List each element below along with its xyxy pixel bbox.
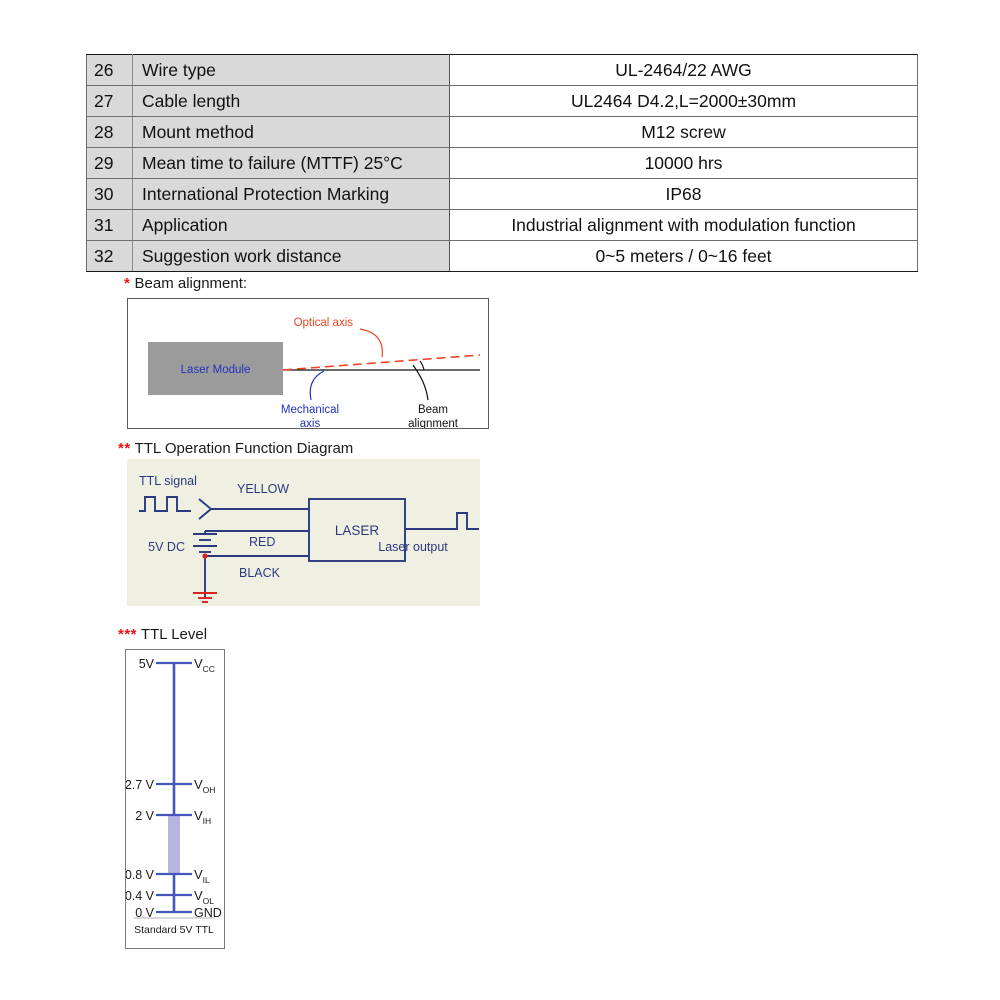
ttl-input-waveform: [139, 496, 191, 512]
level-name-subscript: IH: [203, 816, 212, 826]
parameter-value-cell: UL2464 D4.2,L=2000±30mm: [449, 85, 918, 117]
level-voltage-label: 0.4 V: [126, 889, 155, 903]
row-index-cell: 26: [86, 54, 133, 86]
ttl-level-caption-text: TTL Level: [140, 626, 208, 643]
ttl-level-caption: *** TTL Level: [118, 626, 207, 643]
level-voltage-label: 0.8 V: [126, 868, 155, 882]
ttl-operation-marker: **: [118, 440, 131, 457]
ground-symbol: [193, 592, 217, 603]
mechanical-axis-label-line1: Mechanical: [281, 404, 339, 416]
row-index-cell: 31: [86, 209, 133, 241]
parameter-name-cell: Mount method: [132, 116, 450, 148]
beam-alignment-leader: [412, 364, 429, 401]
parameter-name-cell: Suggestion work distance: [132, 240, 450, 272]
level-name-label: VOL: [194, 888, 214, 906]
level-voltage-label: 5V: [139, 657, 155, 671]
level-name-label: GND: [194, 906, 222, 920]
parameter-value-cell: Industrial alignment with modulation fun…: [449, 209, 918, 241]
optical-axis-label: Optical axis: [294, 317, 354, 329]
wire-red-label: RED: [249, 535, 275, 549]
level-name-label: VOH: [194, 777, 215, 795]
battery-symbol: [193, 533, 217, 553]
laser-output-waveform-left: [449, 512, 479, 530]
beam-alignment-figure: Laser Module Optical axis Mechanical axi…: [127, 298, 489, 429]
parameter-value-cell: UL-2464/22 AWG: [449, 54, 918, 86]
ttl-level-marker: ***: [118, 626, 138, 643]
parameter-name-cell: Mean time to failure (MTTF) 25°C: [132, 147, 450, 179]
laser-block-label: LASER: [335, 523, 380, 538]
beam-alignment-marker: *: [124, 275, 131, 292]
laser-module-label: Laser Module: [181, 364, 251, 376]
laser-block: [308, 498, 406, 562]
optical-axis-line: [282, 354, 481, 371]
parameter-value-cell: IP68: [449, 178, 918, 210]
level-voltage-label: 2.7 V: [126, 778, 155, 792]
beam-alignment-label-line1: Beam: [418, 404, 448, 416]
parameter-name-cell: International Protection Marking: [132, 178, 450, 210]
row-index-cell: 29: [86, 147, 133, 179]
row-index-cell: 28: [86, 116, 133, 148]
ttl-operation-caption-text: TTL Operation Function Diagram: [134, 440, 354, 457]
wire-black-label: BLACK: [239, 566, 281, 580]
level-name-subscript: CC: [203, 664, 215, 674]
ttl-signal-label: TTL signal: [139, 474, 197, 488]
level-name-subscript: OL: [203, 896, 215, 906]
row-index-cell: 32: [86, 240, 133, 272]
level-name-subscript: IL: [203, 875, 210, 885]
level-name-label: VIH: [194, 808, 211, 826]
parameter-value-cell: 0~5 meters / 0~16 feet: [449, 240, 918, 272]
parameter-value-cell: M12 screw: [449, 116, 918, 148]
level-voltage-label: 0 V: [135, 906, 154, 920]
junction-dot: [202, 553, 208, 559]
parameter-name-cell: Application: [132, 209, 450, 241]
parameter-name-cell: Wire type: [132, 54, 450, 86]
beam-alignment-caption: * Beam alignment:: [124, 275, 247, 292]
undefined-region-band: [168, 815, 180, 874]
level-name-label: VCC: [194, 656, 215, 674]
ttl-level-footer: Standard 5V TTL: [134, 924, 214, 936]
level-name-label: VIL: [194, 867, 210, 885]
parameter-name-cell: Cable length: [132, 85, 450, 117]
level-name-subscript: OH: [203, 785, 216, 795]
beam-alignment-label-line2: alignment: [408, 418, 459, 428]
buffer-symbol: [198, 498, 213, 520]
beam-angle-arc: [419, 360, 425, 371]
mechanical-axis-label-line2: axis: [300, 418, 321, 428]
ttl-operation-figure: TTL signal 5V DC YELLOW RED BLACK LASER …: [127, 459, 480, 606]
row-index-cell: 27: [86, 85, 133, 117]
supply-label: 5V DC: [148, 540, 185, 554]
row-index-cell: 30: [86, 178, 133, 210]
parameter-value-cell: 10000 hrs: [449, 147, 918, 179]
ttl-operation-caption: ** TTL Operation Function Diagram: [118, 440, 353, 457]
wire-yellow-label: YELLOW: [237, 482, 289, 496]
level-voltage-label: 2 V: [135, 809, 154, 823]
laser-output-label: Laser output: [378, 540, 448, 554]
optical-axis-leader: [359, 328, 383, 358]
mechanical-axis-leader: [309, 370, 325, 401]
ttl-level-figure: 5V VCC 2.7 V VOH 2 V VIH 0.8 V VIL 0.4 V VOL 0 V GN…: [125, 649, 225, 949]
beam-alignment-caption-text: Beam alignment:: [134, 275, 248, 292]
laser-module-block: [148, 342, 283, 395]
